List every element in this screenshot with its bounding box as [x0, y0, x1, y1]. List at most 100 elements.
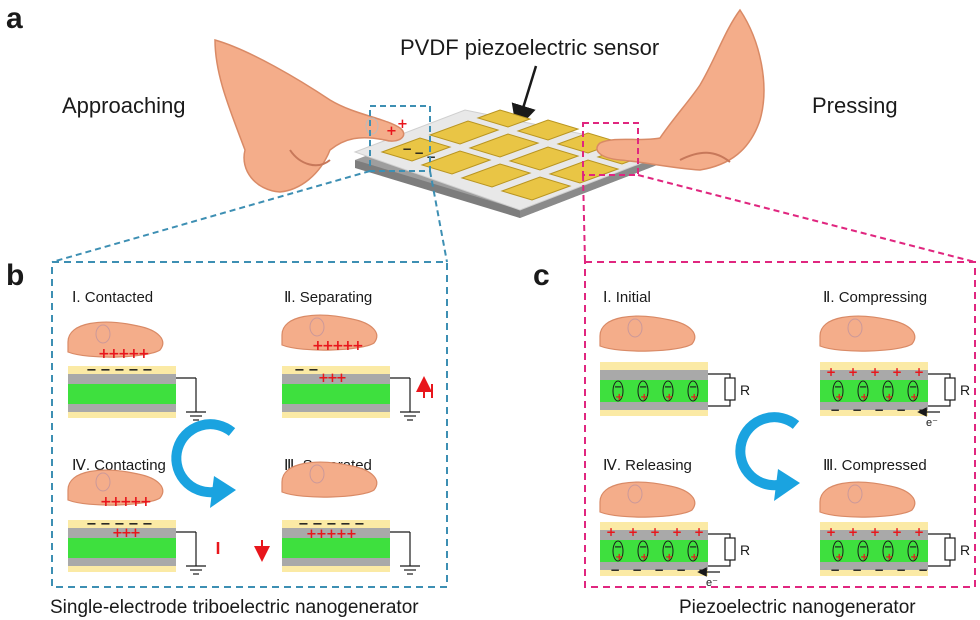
dipole-plus: +: [835, 392, 843, 403]
plus-charge: +: [346, 527, 357, 542]
plus-charge: +: [327, 371, 338, 386]
plus-charge: +: [138, 346, 150, 362]
dipole-minus: −: [834, 542, 842, 553]
minus-charge: −: [896, 563, 906, 577]
dipole-ellipse: [687, 540, 699, 562]
dipole-plus: +: [910, 552, 918, 563]
approaching-label: Approaching: [62, 93, 186, 118]
dipole-minus: −: [689, 382, 697, 393]
plus-charge: +: [322, 338, 334, 354]
bottom-layer: [68, 412, 176, 418]
dipole-minus: −: [689, 542, 697, 553]
dipole-minus: −: [884, 382, 892, 393]
tribo-cycle-arrow: [171, 419, 236, 498]
plus-charge: +: [848, 365, 858, 379]
minus-charge: −: [86, 517, 97, 532]
active-layer: [282, 384, 390, 404]
dipole-ellipse: [662, 540, 674, 562]
fingernail-outline: [309, 317, 325, 337]
pressing-label: Pressing: [812, 93, 898, 118]
plus-charge: +: [336, 371, 347, 386]
bottom-electrode-layer: [820, 402, 928, 410]
pad-minus-charge: −: [402, 142, 412, 156]
electrode-layer: [282, 528, 390, 538]
plus-charge: +: [128, 346, 140, 362]
dipole-minus: −: [639, 382, 647, 393]
minus-charge: −: [676, 563, 686, 577]
plus-charge: +: [140, 494, 152, 510]
bottom-layer: [600, 410, 708, 416]
circuit-wire-top: [708, 373, 731, 378]
plus-charge: +: [672, 525, 682, 539]
dipole-ellipse: [832, 540, 844, 562]
minus-charge: −: [918, 563, 928, 577]
zoom-line-tribo-left: [51, 170, 371, 263]
circuit-wire-top: [928, 533, 951, 538]
bottom-electrode-layer: [282, 558, 390, 566]
tribo-cell-4: −−−−−+++++: [254, 461, 420, 575]
resistor: [944, 377, 956, 401]
dipole-plus: +: [665, 552, 673, 563]
minus-charge: −: [142, 517, 153, 532]
top-layer: [282, 366, 390, 374]
plus-charge: +: [342, 338, 354, 354]
top-layer: [68, 366, 176, 374]
dipole-ellipse: [662, 380, 674, 402]
dipole-ellipse: [637, 540, 649, 562]
dipole-ellipse: [832, 380, 844, 402]
tribo-caption: Single-electrode triboelectric nanogener…: [50, 597, 419, 618]
dipole-minus: −: [884, 542, 892, 553]
dipole-plus: +: [860, 552, 868, 563]
plus-charge: +: [100, 494, 112, 510]
top-layer: [820, 522, 928, 530]
circuit-wire-bottom: [928, 560, 951, 567]
bottom-electrode-layer: [600, 562, 708, 570]
top-layer: [820, 362, 928, 370]
sensor-label: PVDF piezoelectric sensor: [400, 35, 659, 60]
bottom-layer: [820, 410, 928, 416]
fingertip: [67, 321, 164, 358]
plus-charge: +: [332, 338, 344, 354]
piezo-cell-3: −+−+−+−++++++−−−−−Re⁻: [599, 481, 750, 589]
minus-charge: −: [632, 563, 642, 577]
plus-charge: +: [694, 525, 704, 539]
zoom-box-piezo: [582, 122, 639, 176]
minus-charge: −: [312, 517, 323, 532]
minus-charge: −: [86, 363, 97, 378]
zoom-box-tribo: [369, 105, 431, 172]
piezo-cell-1: −+−+−+−+R: [599, 315, 750, 416]
dipole-plus: +: [885, 552, 893, 563]
plus-charge: +: [312, 338, 324, 354]
bottom-layer: [820, 570, 928, 576]
fingertip: [819, 315, 916, 352]
plus-charge: +: [318, 371, 329, 386]
bottom-layer: [600, 570, 708, 576]
electrode-layer: [282, 374, 390, 384]
top-layer: [600, 522, 708, 530]
finger-plus-charge: +: [386, 124, 397, 139]
dipole-ellipse: [907, 540, 919, 562]
minus-charge: −: [830, 403, 840, 417]
dipole-ellipse: [882, 380, 894, 402]
plus-charge: +: [650, 525, 660, 539]
minus-charge: −: [128, 517, 139, 532]
dipole-plus: +: [640, 552, 648, 563]
plus-charge: +: [914, 525, 924, 539]
resistor-label: R: [960, 542, 970, 558]
tribo-stage-2-label: Ⅱ. Separating: [284, 289, 372, 306]
plus-charge: +: [98, 346, 110, 362]
panel-c-letter: c: [533, 259, 550, 292]
sensor-pointer-arrow: [511, 65, 538, 130]
plus-charge: +: [848, 525, 858, 539]
dipole-minus: −: [834, 382, 842, 393]
fingernail-outline: [847, 484, 863, 504]
dipole-minus: −: [859, 542, 867, 553]
circuit-wire-top: [708, 533, 731, 538]
electrode-layer: [600, 370, 708, 380]
active-layer: [820, 380, 928, 402]
resistor-label: R: [740, 542, 750, 558]
circuit-wire-top: [928, 373, 951, 378]
bottom-electrode-layer: [600, 402, 708, 410]
dipole-ellipse: [857, 380, 869, 402]
minus-charge: −: [114, 517, 125, 532]
